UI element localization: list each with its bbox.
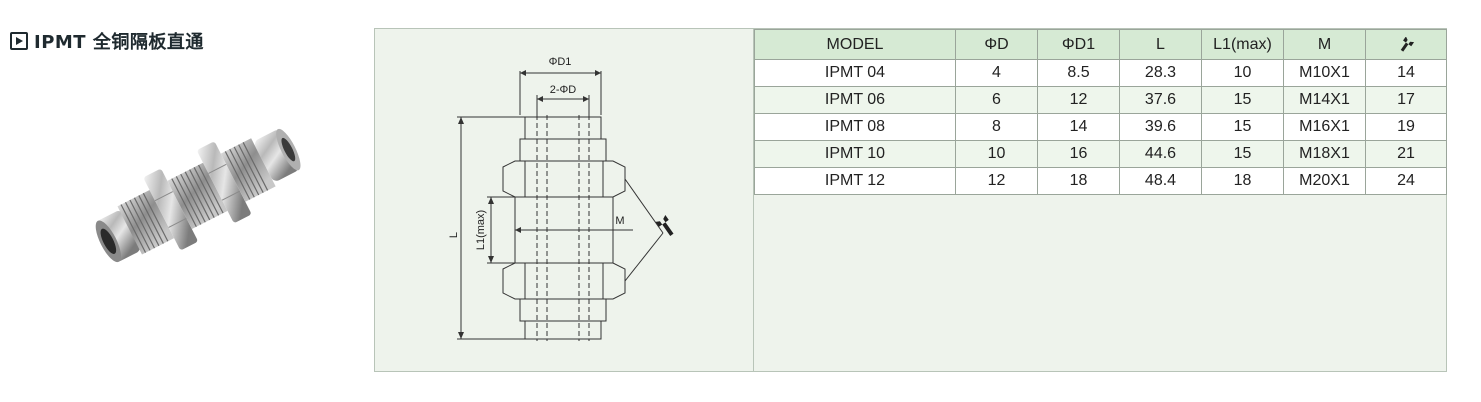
cell-l: 37.6	[1119, 86, 1202, 114]
product-image	[95, 128, 301, 263]
cell-wrench: 19	[1365, 113, 1447, 141]
col-header-l1: L1(max)	[1201, 29, 1284, 60]
cell-model: IPMT 08	[754, 113, 956, 141]
table-header-row: MODEL ΦD ΦD1 L L1(max) M	[754, 29, 1447, 60]
cell-wrench: 24	[1365, 167, 1447, 195]
technical-drawing: ΦD1 2-ΦD L L1(max) M	[375, 29, 754, 371]
cell-l1: 10	[1201, 59, 1284, 87]
col-header-m: M	[1283, 29, 1366, 60]
cell-l1: 15	[1201, 140, 1284, 168]
wrench-icon	[655, 215, 674, 236]
cell-d: 12	[955, 167, 1038, 195]
table-row: IPMT 12 12 18 48.4 18 M20X1 24	[754, 167, 1447, 195]
spec-panel: ΦD1 2-ΦD L L1(max) M MODEL ΦD ΦD1	[374, 28, 1447, 372]
cell-l: 48.4	[1119, 167, 1202, 195]
cell-model: IPMT 06	[754, 86, 956, 114]
col-header-d1: ΦD1	[1037, 29, 1120, 60]
table-row: IPMT 06 6 12 37.6 15 M14X1 17	[754, 86, 1447, 114]
spec-table: MODEL ΦD ΦD1 L L1(max) M	[754, 29, 1447, 195]
wrench-icon	[1366, 36, 1446, 53]
col-header-d: ΦD	[955, 29, 1038, 60]
spec-table-area: MODEL ΦD ΦD1 L L1(max) M	[754, 29, 1447, 371]
cell-wrench: 17	[1365, 86, 1447, 114]
cell-d: 10	[955, 140, 1038, 168]
section-title: IPMT 全铜隔板直通	[10, 30, 204, 53]
cell-d: 8	[955, 113, 1038, 141]
page-title: IPMT 全铜隔板直通	[34, 32, 204, 53]
play-box-icon	[10, 32, 28, 50]
cell-d1: 14	[1037, 113, 1120, 141]
cell-l: 44.6	[1119, 140, 1202, 168]
col-header-wrench	[1365, 29, 1447, 60]
dimension-drawing: ΦD1 2-ΦD L L1(max) M	[448, 56, 674, 341]
cell-l1: 15	[1201, 86, 1284, 114]
col-header-model: MODEL	[754, 29, 956, 60]
cell-m: M20X1	[1283, 167, 1366, 195]
cell-m: M14X1	[1283, 86, 1366, 114]
cell-l: 28.3	[1119, 59, 1202, 87]
cell-l: 39.6	[1119, 113, 1202, 141]
cell-model: IPMT 10	[754, 140, 956, 168]
cell-d1: 8.5	[1037, 59, 1120, 87]
dim-label-m: M	[615, 215, 624, 227]
cell-d1: 12	[1037, 86, 1120, 114]
cell-d1: 16	[1037, 140, 1120, 168]
cell-m: M10X1	[1283, 59, 1366, 87]
table-row: IPMT 08 8 14 39.6 15 M16X1 19	[754, 113, 1447, 141]
cell-d: 6	[955, 86, 1038, 114]
cell-m: M18X1	[1283, 140, 1366, 168]
cell-d: 4	[955, 59, 1038, 87]
cell-wrench: 21	[1365, 140, 1447, 168]
dim-label-l: L	[448, 232, 460, 238]
cell-model: IPMT 12	[754, 167, 956, 195]
cell-m: M16X1	[1283, 113, 1366, 141]
cell-d1: 18	[1037, 167, 1120, 195]
cell-wrench: 14	[1365, 59, 1447, 87]
table-row: IPMT 10 10 16 44.6 15 M18X1 21	[754, 140, 1447, 168]
cell-l1: 15	[1201, 113, 1284, 141]
cell-model: IPMT 04	[754, 59, 956, 87]
table-row: IPMT 04 4 8.5 28.3 10 M10X1 14	[754, 59, 1447, 87]
dim-label-d1: ΦD1	[549, 56, 572, 68]
cell-l1: 18	[1201, 167, 1284, 195]
dim-label-2d: 2-ΦD	[550, 84, 577, 96]
col-header-l: L	[1119, 29, 1202, 60]
dim-label-l1: L1(max)	[475, 210, 487, 250]
